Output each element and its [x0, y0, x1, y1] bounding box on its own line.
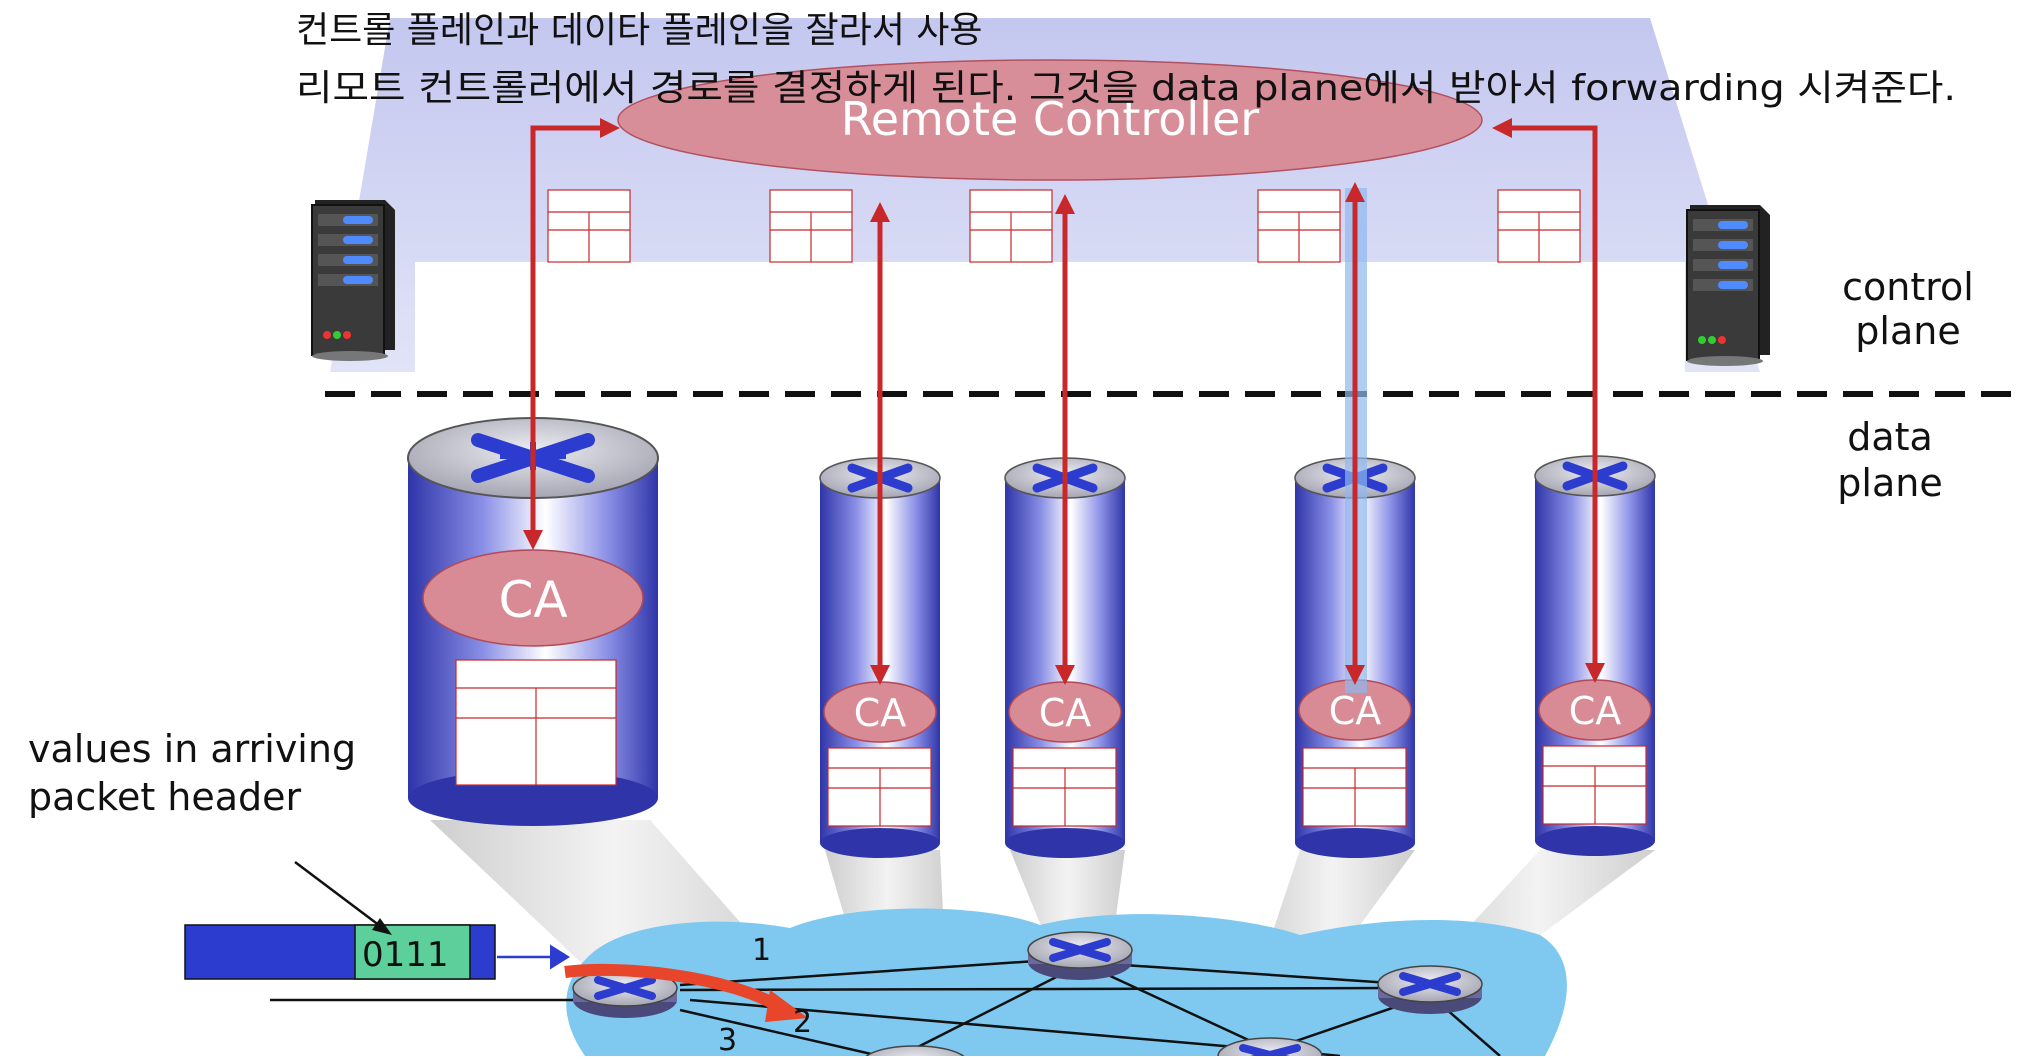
- control-arrows: [530, 125, 1598, 670]
- ca-label-4: CA: [1329, 689, 1382, 733]
- port-label-3: 3: [718, 1023, 737, 1056]
- network-cloud: [566, 908, 1567, 1056]
- annotation-line-2: 리모트 컨트롤러에서 경로를 결정하게 된다. 그것을 data plane에서…: [296, 68, 1956, 109]
- ca-label-2: CA: [854, 691, 907, 735]
- remote-controller-label: Remote Controller: [841, 92, 1259, 146]
- data-plane-label-2: plane: [1837, 461, 1942, 505]
- network-router-1: [572, 969, 678, 1018]
- control-plane-label-1: control: [1842, 265, 1974, 309]
- caption-pointer-head: [372, 918, 392, 935]
- packet-caption-2: packet header: [28, 775, 302, 819]
- control-band-white-area: [415, 262, 1685, 372]
- ca-label-5: CA: [1569, 689, 1622, 733]
- controller-flow-tables: [547, 189, 1581, 263]
- remote-controller: [617, 59, 1483, 181]
- forwarding-arrowhead: [765, 990, 808, 1022]
- control-plane-label-2: plane: [1855, 309, 1960, 353]
- packet-caption-1: values in arriving: [28, 727, 356, 771]
- port-label-1: 1: [752, 933, 771, 968]
- router-cylinder-5: [1534, 455, 1656, 856]
- ca-label-1: CA: [498, 571, 567, 629]
- data-plane-label-1: data: [1847, 415, 1933, 459]
- network-router-2: [1027, 931, 1133, 980]
- forwarding-arrow: [564, 963, 789, 1016]
- caption-pointer-arrow: [294, 861, 389, 933]
- packet: [184, 924, 496, 980]
- network-router-3: [1377, 965, 1483, 1014]
- ca-label-3: CA: [1039, 691, 1092, 735]
- port-label-2: 2: [793, 1005, 812, 1040]
- control-arrowheads: [523, 118, 1605, 685]
- server-icon-left: [311, 200, 395, 361]
- annotation-line-1: 컨트롤 플레인과 데이타 플레인을 잘라서 사용: [296, 10, 983, 51]
- server-icon-right: [1686, 205, 1770, 366]
- packet-header-value: 0111: [362, 935, 449, 975]
